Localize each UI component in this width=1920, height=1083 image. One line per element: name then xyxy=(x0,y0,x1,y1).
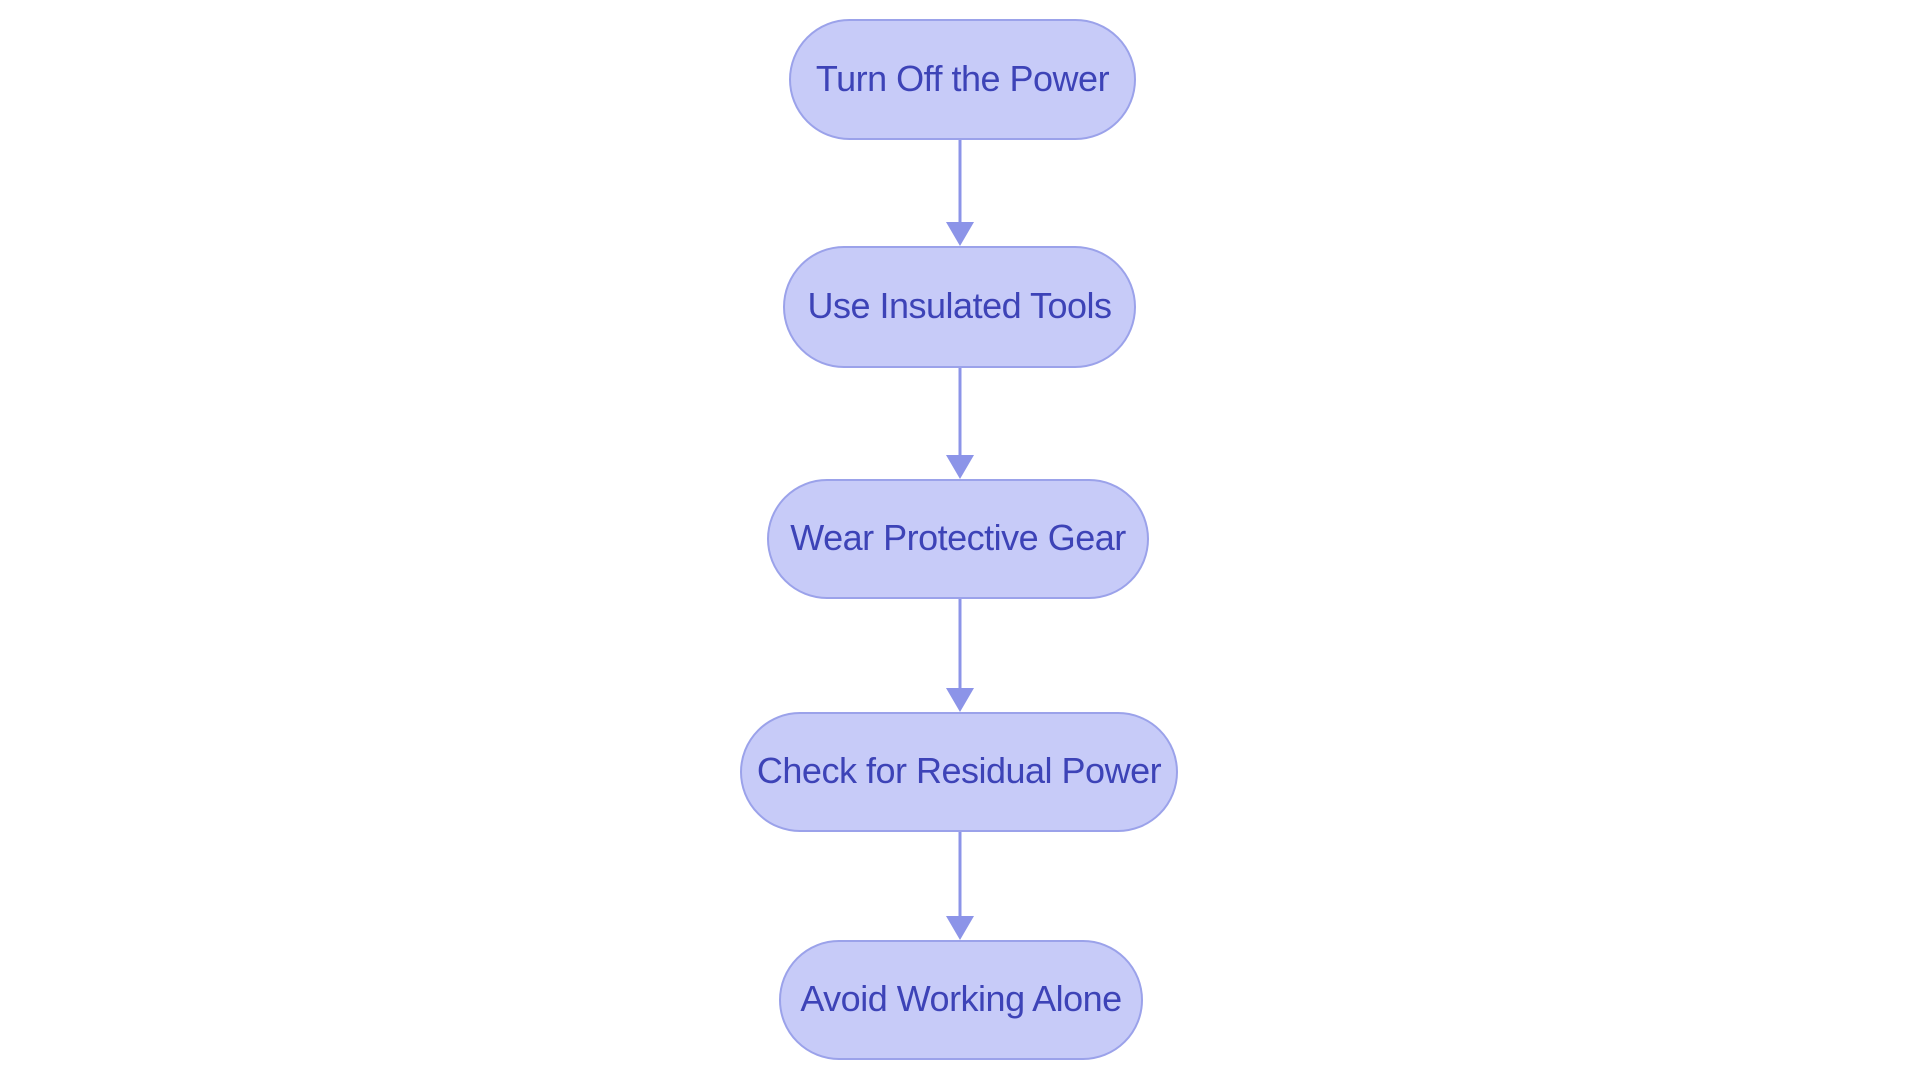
flow-node-use-insulated-tools: Use Insulated Tools xyxy=(783,246,1136,368)
arrow-head-icon xyxy=(946,222,974,246)
flow-arrow-3 xyxy=(946,599,974,712)
flow-node-check-residual-power: Check for Residual Power xyxy=(740,712,1178,832)
node-label: Wear Protective Gear xyxy=(790,517,1126,558)
arrow-head-icon xyxy=(946,455,974,479)
node-label: Use Insulated Tools xyxy=(807,285,1112,326)
flow-node-wear-protective-gear: Wear Protective Gear xyxy=(767,479,1149,599)
node-label: Turn Off the Power xyxy=(815,57,1110,99)
arrow-head-icon xyxy=(946,688,974,712)
flow-node-turn-off-power: Turn Off the Power xyxy=(789,19,1136,140)
node-label: Avoid Working Alone xyxy=(800,978,1122,1019)
flow-node-avoid-working-alone: Avoid Working Alone xyxy=(779,940,1143,1060)
node-label: Check for Residual Power xyxy=(756,750,1162,791)
flow-arrow-1 xyxy=(946,140,974,246)
flow-arrow-2 xyxy=(946,368,974,479)
arrow-head-icon xyxy=(946,916,974,940)
flow-arrow-4 xyxy=(946,832,974,940)
